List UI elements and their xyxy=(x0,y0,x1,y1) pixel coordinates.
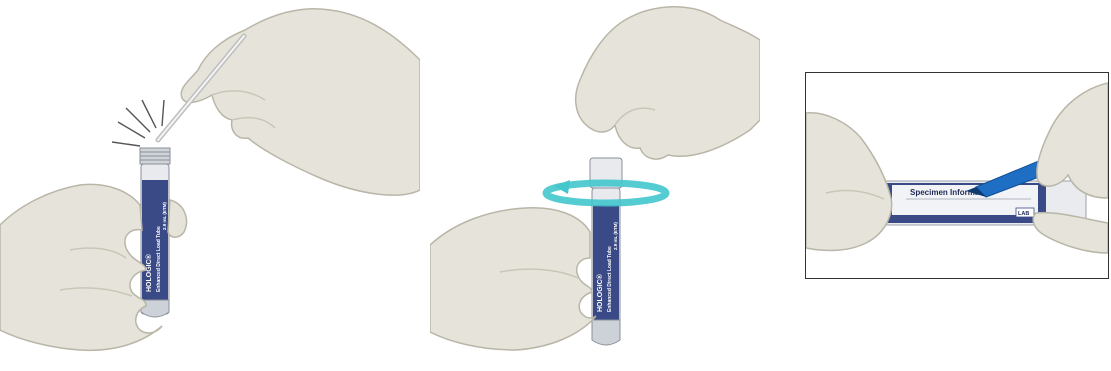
upper-glove xyxy=(576,7,760,159)
step-2-cap-tube: HOLOGIC® Enhanced Direct Load Tube 2.9 m… xyxy=(430,0,760,371)
right-glove xyxy=(181,9,420,195)
right-glove-3 xyxy=(1037,83,1108,198)
tube-volume-2: 2.9 mL (ETM) xyxy=(613,222,618,250)
step-1-break-swab: HOLOGIC® Enhanced Direct Load Tube 2.9 m… xyxy=(0,0,420,371)
tube-brand-2: HOLOGIC® xyxy=(596,273,604,312)
step-2-illustration: HOLOGIC® Enhanced Direct Load Tube 2.9 m… xyxy=(430,0,760,371)
step-3-illustration: Specimen Information LAB xyxy=(806,73,1108,278)
left-glove-3 xyxy=(806,113,892,251)
collection-tube: HOLOGIC® Enhanced Direct Load Tube 2.9 m… xyxy=(140,148,170,317)
tube-brand: HOLOGIC® xyxy=(145,253,153,292)
lower-glove xyxy=(430,208,596,350)
left-glove xyxy=(0,184,162,350)
step-3-label-tube: Specimen Information LAB xyxy=(805,72,1109,279)
label-tag: LAB xyxy=(1018,211,1029,217)
tube-product-2: Enhanced Direct Load Tube xyxy=(607,246,613,312)
tube-product: Enhanced Direct Load Tube xyxy=(156,226,162,292)
step-1-illustration: HOLOGIC® Enhanced Direct Load Tube 2.9 m… xyxy=(0,0,420,371)
tube-volume: 2.9 mL (ETM) xyxy=(162,202,167,230)
